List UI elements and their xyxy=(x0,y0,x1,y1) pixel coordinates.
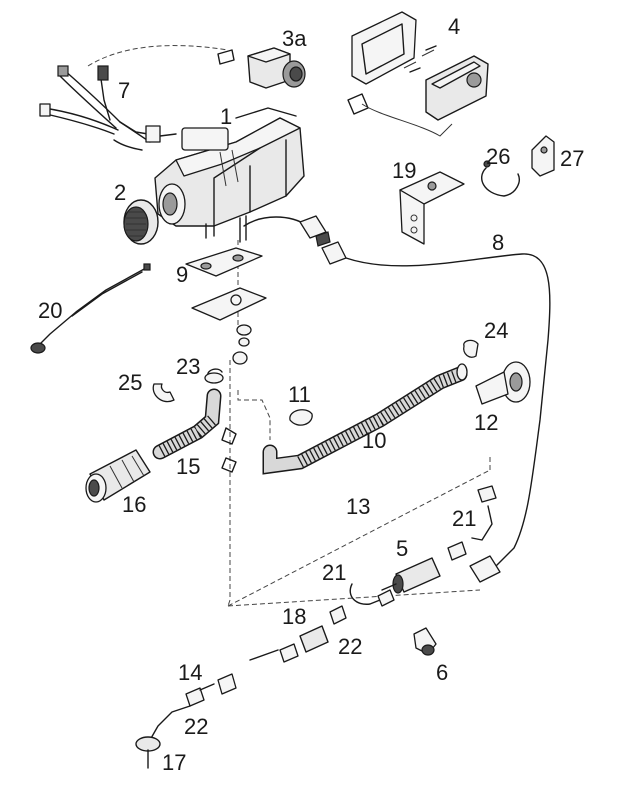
label-part-21-upper: 21 xyxy=(452,506,476,531)
label-part-20: 20 xyxy=(38,298,62,323)
guide-lines xyxy=(87,45,491,607)
label-part-16: 16 xyxy=(122,492,146,517)
switch-module xyxy=(217,47,306,89)
intake-grille xyxy=(123,199,159,245)
pump-bracket xyxy=(413,627,437,656)
label-part-24: 24 xyxy=(484,318,508,343)
label-part-4: 4 xyxy=(448,14,460,39)
part-labels: 1 2 3a 4 5 6 7 8 9 10 11 12 13 14 15 16 … xyxy=(38,14,584,775)
label-part-19: 19 xyxy=(392,158,416,183)
label-part-3a: 3a xyxy=(282,26,307,51)
label-part-10: 10 xyxy=(362,428,386,453)
label-part-7: 7 xyxy=(118,78,130,103)
fuel-system xyxy=(135,427,497,769)
intake-hose xyxy=(262,363,468,475)
label-part-26: 26 xyxy=(486,144,510,169)
gasket xyxy=(185,247,267,347)
intake-fitting xyxy=(475,361,531,405)
label-part-12: 12 xyxy=(474,410,498,435)
label-part-11: 11 xyxy=(288,382,311,407)
label-part-2: 2 xyxy=(114,180,126,205)
label-part-21-lower: 21 xyxy=(322,560,346,585)
hose-clamp xyxy=(289,339,479,426)
label-part-13: 13 xyxy=(346,494,370,519)
heater-unit xyxy=(154,107,305,243)
label-part-6: 6 xyxy=(436,660,448,685)
cable xyxy=(243,215,551,583)
label-part-1: 1 xyxy=(220,104,232,129)
label-part-15: 15 xyxy=(176,454,200,479)
mounting-bracket xyxy=(399,171,465,245)
angle-bracket xyxy=(531,135,555,177)
label-part-23: 23 xyxy=(176,354,200,379)
silencer xyxy=(85,449,151,503)
hose-clips xyxy=(152,351,248,403)
label-part-8: 8 xyxy=(492,230,504,255)
label-part-9: 9 xyxy=(176,262,188,287)
sensor-lead xyxy=(30,263,151,354)
exhaust-hose xyxy=(152,388,222,460)
label-part-17: 17 xyxy=(162,750,186,775)
label-part-14: 14 xyxy=(178,660,202,685)
label-part-5: 5 xyxy=(396,536,408,561)
clamp-strap xyxy=(481,160,520,197)
label-part-18: 18 xyxy=(282,604,306,629)
label-part-22-left: 22 xyxy=(184,714,208,739)
label-part-25: 25 xyxy=(118,370,142,395)
wiring-harness xyxy=(39,65,177,151)
label-part-27: 27 xyxy=(560,146,584,171)
control-panel xyxy=(347,11,489,137)
label-part-22-right: 22 xyxy=(338,634,362,659)
